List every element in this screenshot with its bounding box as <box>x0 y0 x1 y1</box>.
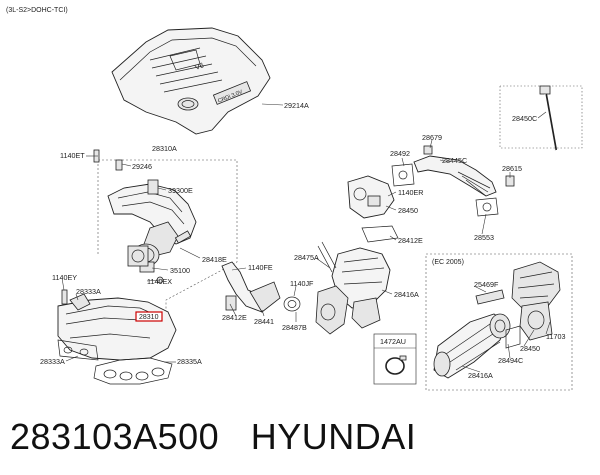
brand-name: HYUNDAI <box>250 416 417 457</box>
callout-1140FE: 1140FE <box>248 263 273 272</box>
callout-28475A: 28475A <box>294 253 319 262</box>
callout-28310A: 28310A <box>152 144 177 153</box>
callout-25469F: 25469F <box>474 280 499 289</box>
manifold-gasket-left <box>57 339 99 361</box>
egr-gaskets <box>361 163 499 243</box>
callout-1140EY: 1140EY <box>52 273 77 282</box>
callout-35100: 35100 <box>170 266 190 275</box>
callout-28450-top: 28450 <box>398 206 418 215</box>
callout-28333A-top: 28333A <box>76 287 101 296</box>
ec-egr-cooler <box>433 261 561 379</box>
hose-clamp <box>385 355 407 375</box>
callout-28450-box: 28450 <box>520 344 540 353</box>
parts-diagram: (3L-S2>DOHC-TCI) V6 CRDi 3.0V <box>6 7 583 391</box>
callout-28418E: 28418E <box>202 255 227 264</box>
callout-28679: 28679 <box>422 133 442 142</box>
callout-28494C: 28494C <box>498 356 523 365</box>
callout-1140JF: 1140JF <box>290 279 314 288</box>
leader-lines <box>61 103 551 373</box>
callout-1140ET: 1140ET <box>60 151 85 160</box>
callout-29246: 29246 <box>132 162 152 171</box>
callout-28441: 28441 <box>254 317 274 326</box>
callout-28445C: 28445C <box>442 156 467 165</box>
engine-note: (3L-S2>DOHC-TCI) <box>6 7 68 14</box>
egr-valve-upper <box>347 175 395 219</box>
callout-29214A: 29214A <box>284 101 309 110</box>
callout-28492: 28492 <box>390 149 410 158</box>
engine-cover: V6 CRDi 3.0V <box>111 27 271 135</box>
callout-28416A-box: 28416A <box>468 371 493 380</box>
callout-28615: 28615 <box>502 164 522 173</box>
ec-2005-box <box>425 253 573 391</box>
intake-pipe <box>107 183 197 273</box>
callout-28333A-bottom: 28333A <box>40 357 65 366</box>
callout-28487B: 28487B <box>282 323 307 332</box>
dipstick <box>539 85 558 151</box>
part-caption: 283103A500 HYUNDAI <box>10 412 590 462</box>
callout-1140EX: 1140EX <box>147 277 172 286</box>
highlighted-part-box <box>135 311 163 322</box>
throttle-body <box>127 245 149 267</box>
callout-28450C: 28450C <box>512 114 537 123</box>
egr-pipe-center <box>221 261 301 313</box>
ec-box-title: (EC 2005) <box>432 259 464 266</box>
callout-39300E: 39300E <box>168 186 193 195</box>
callout-28416A-mid: 28416A <box>394 290 419 299</box>
callout-28553: 28553 <box>474 233 494 242</box>
callout-28412E-left: 28412E <box>222 313 247 322</box>
callout-28335A: 28335A <box>177 357 202 366</box>
callout-1472AU: 1472AU <box>380 337 406 346</box>
clamp-box <box>373 333 417 385</box>
callout-1140ER: 1140ER <box>398 188 423 197</box>
part-number: 283103A500 <box>10 416 220 457</box>
intake-manifold: 28310 <box>57 289 177 361</box>
egr-valve-lower <box>315 241 391 335</box>
highlighted-part-tag: 28310 <box>139 314 159 321</box>
callout-28412E-right: 28412E <box>398 236 423 245</box>
cover-v-mark: V6 <box>194 60 205 71</box>
callout-11703: 11703 <box>546 332 565 341</box>
egr-cooler-pipe <box>413 145 515 197</box>
manifold-gasket <box>93 357 173 385</box>
